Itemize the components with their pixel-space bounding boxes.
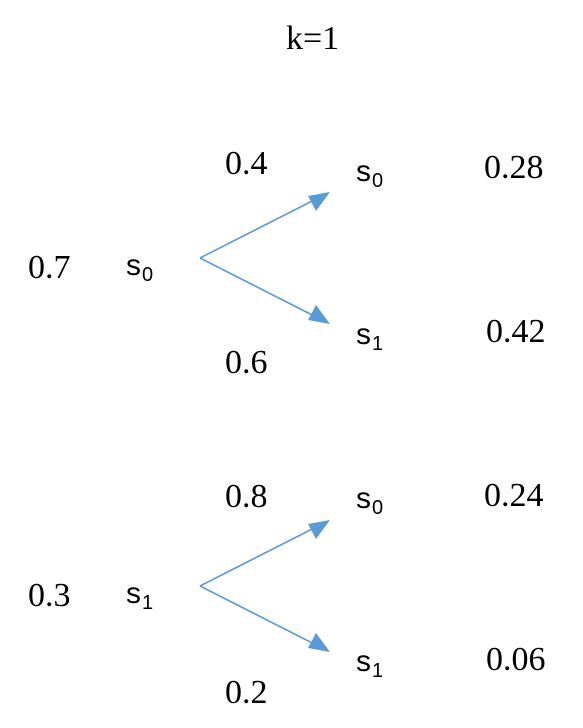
arrowhead-g2-bottom: [308, 633, 330, 652]
arrow-g2-bottom: [199, 585, 329, 652]
arrowhead-g1-top: [308, 192, 330, 211]
result-probability-bottom: 0.06: [486, 641, 546, 678]
target-state-top: s0: [356, 482, 384, 519]
diagram-title: k=1: [286, 20, 340, 57]
target-state-bottom: s1: [356, 645, 384, 682]
edge-probability-top: 0.8: [225, 478, 268, 515]
target-state-bottom: s1: [356, 318, 384, 355]
arrow-g1-top: [199, 192, 329, 259]
arrowhead-g2-top: [308, 520, 330, 539]
target-state-top: s0: [356, 155, 384, 192]
edge-probability-bottom: 0.6: [225, 344, 268, 381]
result-probability-top: 0.24: [484, 477, 544, 514]
arrow-g2-top: [199, 520, 329, 587]
origin-state: s1: [126, 577, 154, 614]
edge-probability-bottom: 0.2: [225, 674, 268, 711]
arrowhead-g1-bottom: [308, 305, 330, 324]
origin-state: s0: [126, 249, 154, 286]
prior-probability: 0.3: [28, 577, 71, 614]
arrow-g1-bottom: [199, 257, 329, 324]
result-probability-top: 0.28: [484, 149, 544, 186]
result-probability-bottom: 0.42: [486, 313, 546, 350]
edge-probability-top: 0.4: [225, 145, 268, 182]
prior-probability: 0.7: [28, 249, 71, 286]
